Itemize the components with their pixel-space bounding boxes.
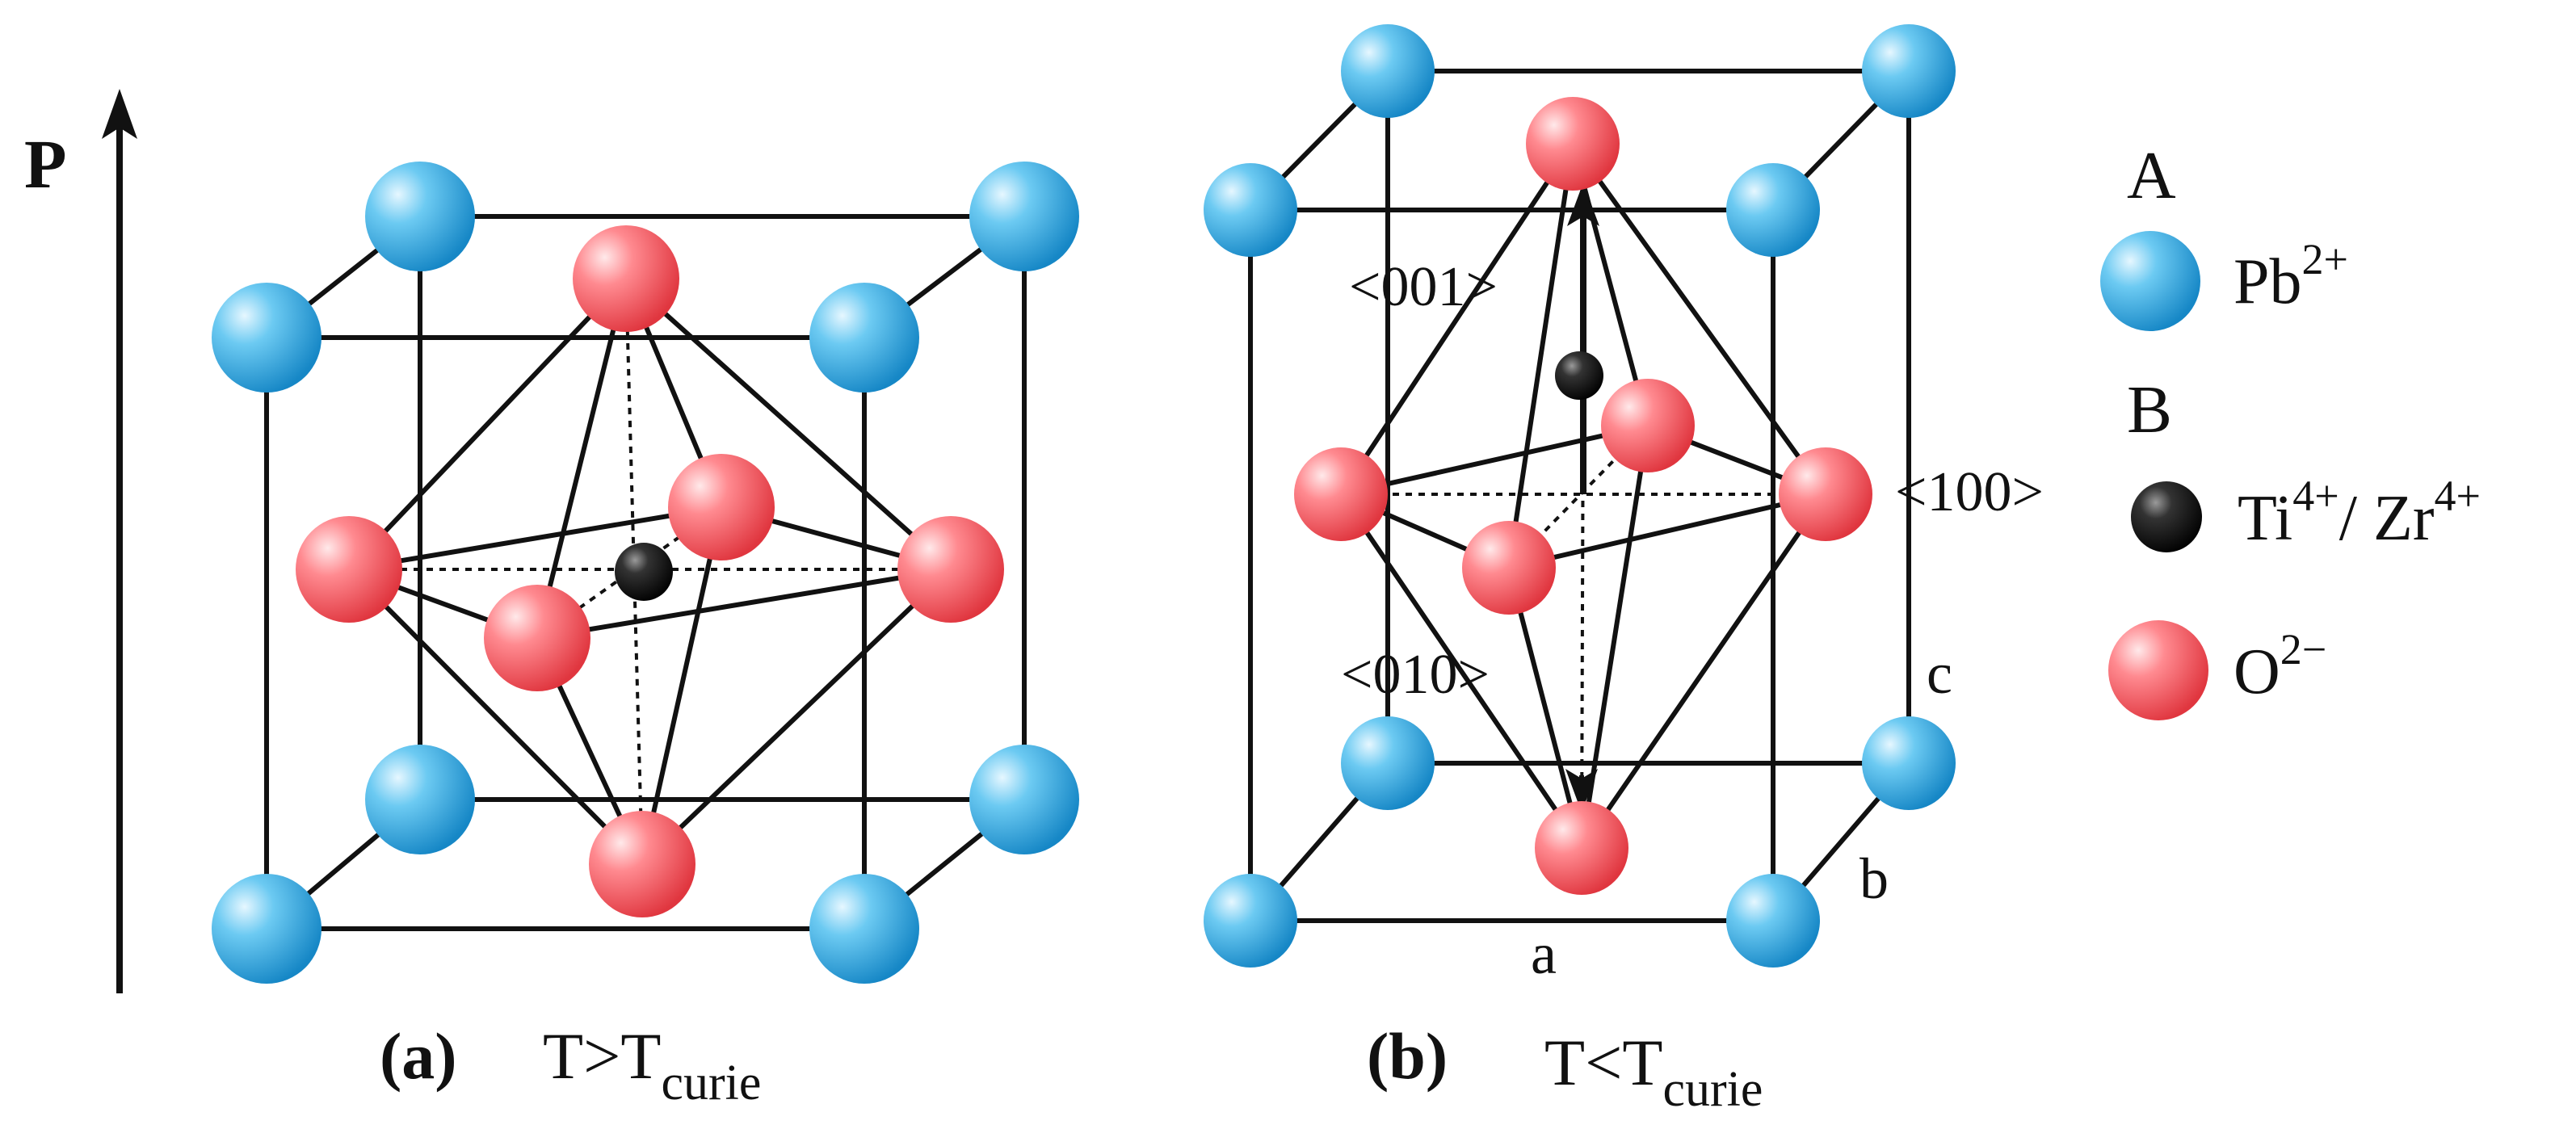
legend-o-label: O2−	[2234, 625, 2326, 707]
pb-atom	[1204, 874, 1297, 968]
o-atom	[1294, 447, 1388, 541]
panel-b-condition: T<Tcurie	[1544, 1026, 1763, 1117]
lattice-b-label: b	[1860, 846, 1889, 911]
lattice-a-label: a	[1531, 921, 1557, 986]
pb-atom	[212, 283, 321, 392]
legend-site-b: B	[2127, 372, 2172, 447]
pb-atom	[1726, 163, 1820, 257]
panel-b-tetragonal-cell: <001> <010> <100> a b c (b) T<Tcurie	[1204, 24, 2044, 1117]
lattice-c-label: c	[1927, 641, 1952, 706]
direction-001-label: <001>	[1349, 256, 1498, 318]
panel-a-caption: (a) T>Tcurie	[380, 1019, 761, 1110]
o-atom	[1779, 447, 1872, 541]
o-atom	[1526, 97, 1620, 191]
panel-b-tag: (b)	[1367, 1019, 1448, 1093]
polarization-axis: P	[24, 89, 137, 993]
pb-atom	[212, 874, 321, 984]
panel-b-octahedron-edges	[1338, 141, 1828, 850]
legend-pb-label: Pb2+	[2234, 235, 2348, 317]
o-atom	[589, 811, 695, 917]
o-atom	[1462, 521, 1556, 615]
pb-atom	[809, 283, 919, 392]
polarization-arrowhead	[102, 89, 137, 139]
pb-atom	[1726, 874, 1820, 968]
o-atom	[296, 516, 402, 623]
panel-b-o-atoms-front	[1462, 521, 1628, 895]
pb-atom	[365, 162, 475, 271]
legend-ti-swatch	[2131, 481, 2202, 552]
legend: A Pb2+ B Ti4+/ Zr4+ O2−	[2100, 138, 2481, 720]
legend-o-charge: 2−	[2280, 625, 2326, 674]
panel-b-condition-subscript: curie	[1662, 1062, 1763, 1117]
panel-a-condition: T>Tcurie	[543, 1019, 761, 1110]
o-atom	[573, 225, 679, 332]
panel-a-o-atoms	[296, 225, 1004, 623]
ti-atom	[615, 543, 673, 601]
ti-atom	[1555, 351, 1603, 400]
direction-010-label: <010>	[1341, 644, 1490, 706]
legend-pb-swatch	[2100, 231, 2200, 331]
legend-ti-charge: 4+	[2292, 472, 2339, 520]
o-atom	[1601, 379, 1695, 472]
legend-ti-zr-label: Ti4+/ Zr4+	[2238, 472, 2481, 554]
panel-b-displacement-arrows	[1565, 183, 1599, 812]
pb-atom	[1341, 716, 1435, 810]
panel-a-o-atoms-front	[484, 585, 695, 917]
pb-atom	[969, 745, 1079, 854]
polarization-label: P	[24, 125, 67, 203]
panel-b-caption: (b) T<Tcurie	[1367, 1019, 1763, 1117]
panel-a-pb-atoms	[212, 162, 1079, 984]
pb-atom	[1341, 24, 1435, 118]
pb-atom	[1862, 716, 1956, 810]
o-atom	[897, 516, 1004, 623]
up-arrowhead	[1567, 183, 1599, 226]
legend-zr-charge: 4+	[2434, 472, 2480, 520]
o-atom	[484, 585, 590, 691]
legend-pb-charge: 2+	[2302, 235, 2348, 283]
panel-a-tag: (a)	[380, 1019, 457, 1093]
o-atom	[1535, 801, 1628, 895]
pb-atom	[365, 745, 475, 854]
panel-b-o-atoms	[1294, 97, 1872, 541]
pb-atom	[969, 162, 1079, 271]
direction-100-label: <100>	[1895, 461, 2044, 523]
o-atom	[668, 454, 775, 560]
pb-atom	[1204, 163, 1297, 257]
pb-atom	[1862, 24, 1956, 118]
pb-atom	[809, 874, 919, 984]
panel-a-condition-subscript: curie	[661, 1056, 761, 1110]
legend-o-swatch	[2108, 620, 2208, 720]
panel-b-pb-atoms	[1204, 24, 1956, 968]
panel-a-cubic-cell: (a) T>Tcurie	[212, 162, 1079, 1110]
legend-site-a: A	[2127, 138, 2176, 213]
